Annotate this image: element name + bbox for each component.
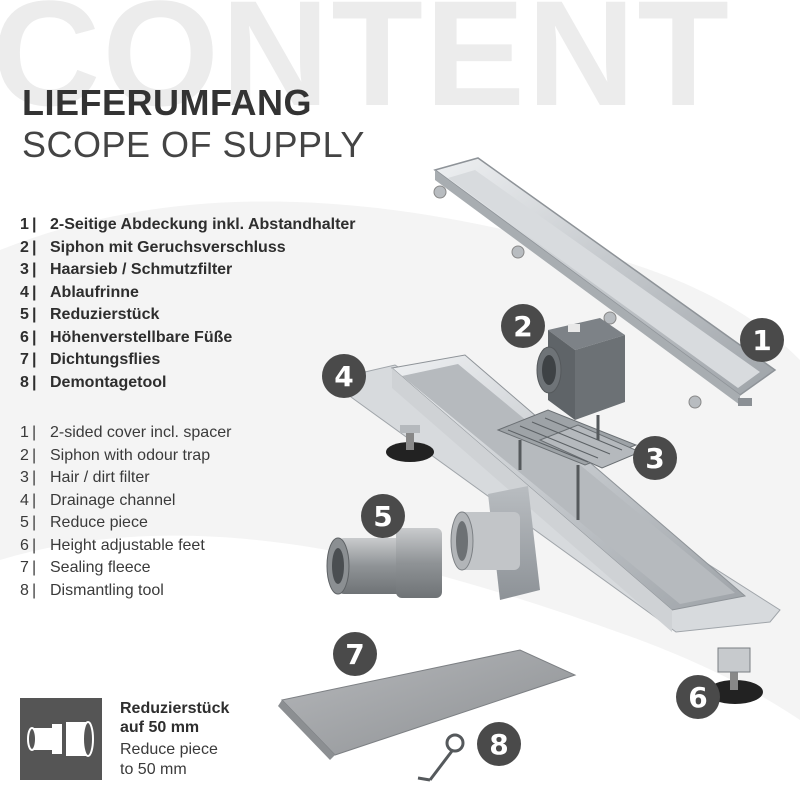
dismantling-tool-part [417, 733, 465, 782]
list-item: 4|Ablaufrinne [20, 283, 139, 301]
list-item: 7|Sealing fleece [20, 559, 151, 576]
drainage-channel-part [343, 354, 781, 633]
list-item: 5|Reduzierstück [20, 306, 160, 323]
watermark-text: CONTENT [0, 0, 731, 137]
reduce-piece-part [326, 511, 520, 598]
note-text-de: Reduzierstück auf 50 mm [120, 700, 230, 736]
badge-6: 6 [676, 675, 720, 719]
sealing-fleece-part [278, 649, 577, 760]
supply-list-de: 1|2-Seitige Abdeckung inkl. Abstandhalte… [20, 214, 356, 394]
supply-list-en: 1|2-sided cover incl. spacer 2|Siphon wi… [20, 422, 231, 602]
list-item: 2|Siphon mit Geruchsverschluss [20, 238, 286, 256]
list-item: 3|Hair / dirt filter [20, 469, 150, 486]
badge-7: 7 [333, 632, 377, 676]
adjustable-foot [386, 425, 434, 462]
badge-2: 2 [501, 304, 545, 348]
list-item: 1|2-Seitige Abdeckung inkl. Abstandhalte… [20, 216, 356, 233]
badge-8: 8 [477, 722, 521, 766]
siphon-part [536, 318, 625, 420]
list-item: 7|Dichtungsflies [20, 351, 161, 368]
list-item: 6|Höhenverstellbare Füße [20, 328, 233, 346]
list-item: 8|Demontagetool [20, 373, 167, 391]
cover-part [433, 157, 777, 409]
list-item: 6|Height adjustable feet [20, 536, 205, 554]
list-item: 8|Dismantling tool [20, 581, 164, 599]
list-item: 3|Haarsieb / Schmutzfilter [20, 261, 233, 278]
adjustable-foot [707, 647, 763, 704]
badge-1: 1 [740, 318, 784, 362]
badge-4: 4 [322, 354, 366, 398]
list-item: 2|Siphon with odour trap [20, 446, 211, 464]
list-item: 1|2-sided cover incl. spacer [20, 424, 232, 441]
list-item: 5|Reduce piece [20, 514, 148, 531]
reducer-pipe-icon [20, 698, 102, 780]
note-text-en: Reduce piece to 50 mm [120, 741, 218, 778]
badge-3: 3 [633, 436, 677, 480]
hair-filter-part [496, 409, 642, 520]
page-title-en: SCOPE OF SUPPLY [22, 124, 365, 165]
badge-5: 5 [361, 494, 405, 538]
page-title-de: LIEFERUMFANG [22, 82, 312, 123]
list-item: 4|Drainage channel [20, 491, 176, 509]
